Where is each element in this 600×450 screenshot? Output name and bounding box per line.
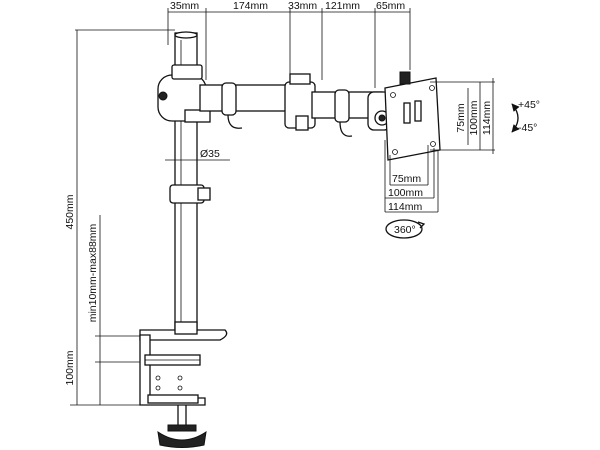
tilt-arrows-icon	[511, 103, 520, 133]
vesa-vertical-dims	[430, 78, 495, 154]
base-plate	[139, 321, 228, 341]
dim-vesa-100mm-w: 100mm	[388, 187, 423, 199]
rotation-icon	[385, 219, 426, 239]
dim-tilt-up: +45°	[518, 99, 540, 111]
dim-vesa-100mm-h: 100mm	[468, 100, 480, 135]
dim-pole-diameter: Ø35	[200, 148, 220, 160]
arm-segment-1	[199, 82, 296, 129]
dim-vesa-75mm-w: 75mm	[392, 173, 421, 185]
vesa-horizontal-dims	[384, 140, 439, 213]
pole-collar	[169, 184, 211, 204]
dim-33mm: 33mm	[288, 0, 317, 12]
dim-121mm: 121mm	[325, 0, 360, 12]
dim-vesa-75mm-h: 75mm	[455, 103, 467, 132]
elbow-joint	[284, 73, 316, 131]
desk-clamp	[139, 334, 206, 428]
dim-rotation: 360°	[394, 224, 416, 236]
dim-174mm: 174mm	[233, 0, 268, 12]
height-dimension-lines	[70, 29, 175, 406]
dim-vesa-114mm-w: 114mm	[388, 201, 422, 213]
dim-clamp-100mm: 100mm	[64, 350, 76, 385]
dim-65mm: 65mm	[376, 0, 405, 12]
clamp-knob	[157, 424, 207, 448]
dim-vesa-114mm-h: 114mm	[481, 101, 493, 135]
dim-clamp-range: min10mm-max88mm	[87, 223, 99, 322]
dim-tilt-down: -45°	[518, 122, 537, 134]
top-dimension-lines	[167, 8, 411, 88]
dim-450mm: 450mm	[64, 194, 76, 229]
vesa-plate	[384, 71, 441, 161]
dim-35mm: 35mm	[170, 0, 199, 12]
